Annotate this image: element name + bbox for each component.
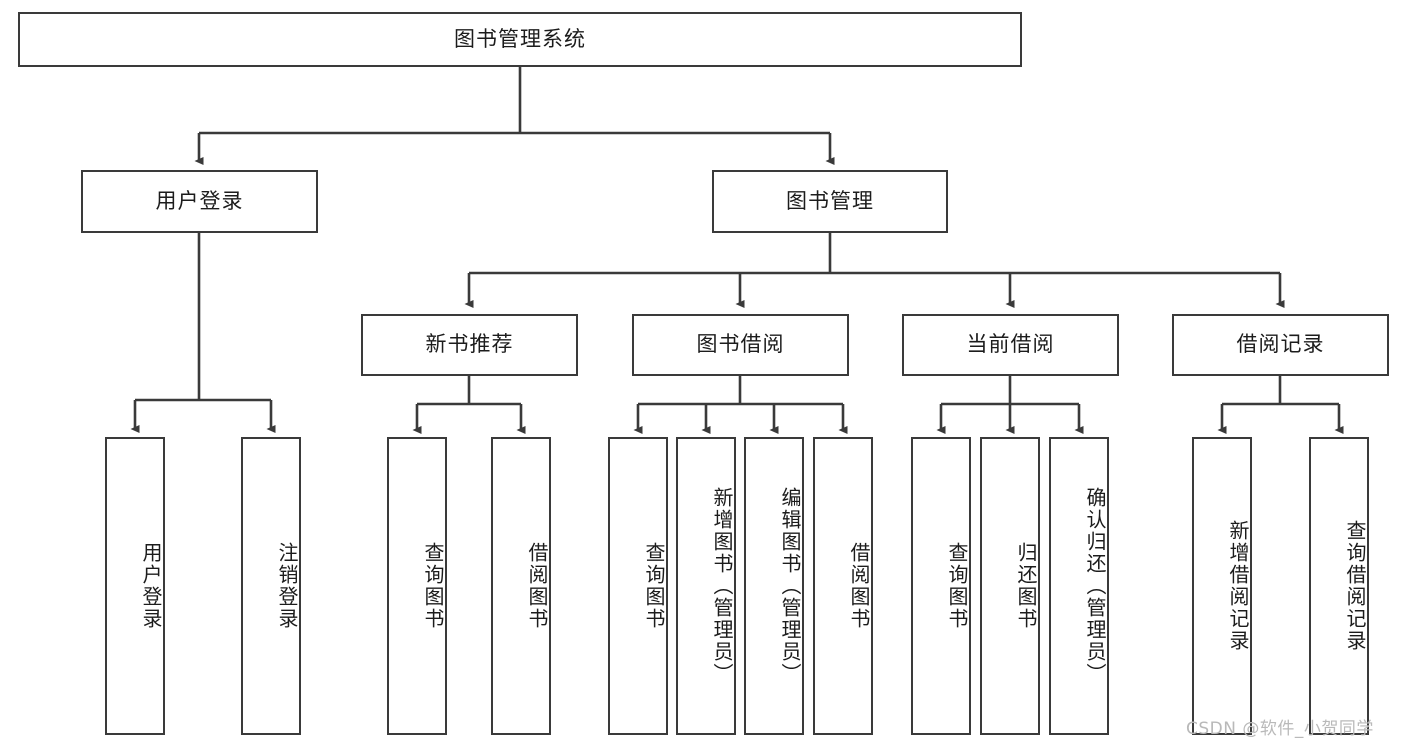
leaf-borrow-query-book[interactable]: 查询图书 xyxy=(608,437,668,735)
leaf-borrow-add-book-label: 新增图书（管理员） xyxy=(710,487,734,685)
node-user-login[interactable]: 用户登录 xyxy=(81,170,318,233)
node-borrow-records[interactable]: 借阅记录 xyxy=(1172,314,1389,376)
node-current-borrow[interactable]: 当前借阅 xyxy=(902,314,1119,376)
leaf-current-confirm-return[interactable]: 确认归还（管理员） xyxy=(1049,437,1109,735)
leaf-user-login-signout-label: 注销登录 xyxy=(275,542,299,630)
node-borrow-records-label: 借阅记录 xyxy=(1236,332,1325,357)
leaf-records-add-record-label: 新增借阅记录 xyxy=(1226,520,1250,652)
leaf-borrow-borrow-book[interactable]: 借阅图书 xyxy=(813,437,873,735)
leaf-records-query-record-label: 查询借阅记录 xyxy=(1343,520,1367,652)
leaf-records-add-record[interactable]: 新增借阅记录 xyxy=(1192,437,1252,735)
watermark: CSDN @软件_小贺同学 xyxy=(1186,719,1374,739)
node-current-borrow-label: 当前借阅 xyxy=(966,332,1055,357)
leaf-current-return-book-label: 归还图书 xyxy=(1014,542,1038,630)
leaf-user-login-signin-label: 用户登录 xyxy=(139,542,163,630)
leaf-borrow-borrow-book-label: 借阅图书 xyxy=(847,542,871,630)
node-book-management[interactable]: 图书管理 xyxy=(712,170,948,233)
node-new-book-recommend[interactable]: 新书推荐 xyxy=(361,314,578,376)
leaf-new-book-borrow[interactable]: 借阅图书 xyxy=(491,437,551,735)
node-book-borrow-label: 图书借阅 xyxy=(696,332,785,357)
leaf-current-query-book[interactable]: 查询图书 xyxy=(911,437,971,735)
leaf-borrow-query-book-label: 查询图书 xyxy=(642,542,666,630)
leaf-new-book-query[interactable]: 查询图书 xyxy=(387,437,447,735)
leaf-new-book-query-label: 查询图书 xyxy=(421,542,445,630)
leaf-current-confirm-return-label: 确认归还（管理员） xyxy=(1083,487,1107,685)
leaf-records-query-record[interactable]: 查询借阅记录 xyxy=(1309,437,1369,735)
leaf-borrow-edit-book[interactable]: 编辑图书（管理员） xyxy=(744,437,804,735)
leaf-borrow-add-book[interactable]: 新增图书（管理员） xyxy=(676,437,736,735)
leaf-current-return-book[interactable]: 归还图书 xyxy=(980,437,1040,735)
leaf-new-book-borrow-label: 借阅图书 xyxy=(525,542,549,630)
node-root-label: 图书管理系统 xyxy=(454,26,586,51)
node-book-borrow[interactable]: 图书借阅 xyxy=(632,314,849,376)
node-root[interactable]: 图书管理系统 xyxy=(18,12,1022,67)
leaf-current-query-book-label: 查询图书 xyxy=(945,542,969,630)
node-book-management-label: 图书管理 xyxy=(786,188,874,213)
leaf-user-login-signin[interactable]: 用户登录 xyxy=(105,437,165,735)
node-user-login-label: 用户登录 xyxy=(155,188,244,213)
leaf-user-login-signout[interactable]: 注销登录 xyxy=(241,437,301,735)
leaf-borrow-edit-book-label: 编辑图书（管理员） xyxy=(778,487,802,685)
node-new-book-recommend-label: 新书推荐 xyxy=(425,332,514,357)
